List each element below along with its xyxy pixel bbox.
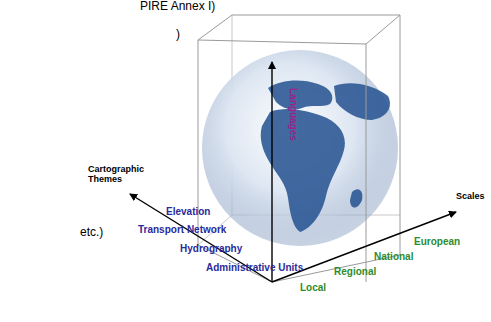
scale-label: Regional xyxy=(334,266,376,277)
scale-label: Local xyxy=(300,282,326,293)
scale-label: European xyxy=(414,236,460,247)
header-fragment: PIRE Annex I) xyxy=(140,0,215,13)
theme-label: Transport Network xyxy=(138,224,226,235)
theme-label: Elevation xyxy=(166,206,210,217)
header-fragment: ) xyxy=(176,28,180,41)
cube-back-edges xyxy=(198,15,400,245)
theme-label: Administrative Units xyxy=(206,262,303,273)
axis-label: Languages xyxy=(288,88,299,141)
globe xyxy=(202,50,398,246)
axis-label: Cartographic Themes xyxy=(88,165,154,185)
scale-label: National xyxy=(374,251,413,262)
cube-front-edges xyxy=(198,15,400,282)
theme-label: Hydrography xyxy=(180,243,242,254)
list-fragment: etc.) xyxy=(80,226,103,239)
axes xyxy=(130,62,456,282)
axis-label: Scales xyxy=(456,192,485,202)
continents xyxy=(261,81,390,232)
